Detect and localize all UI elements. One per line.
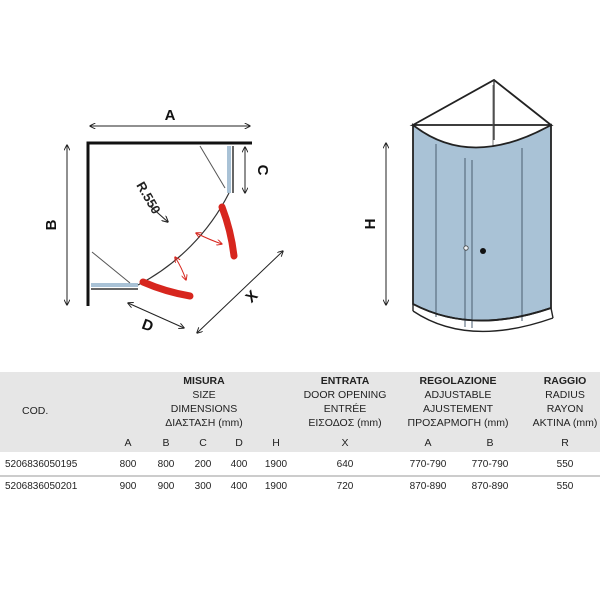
plan-radius-arrow bbox=[149, 205, 168, 222]
cell-r: 550 bbox=[557, 481, 574, 492]
plan-door-motion-arrow-2 bbox=[175, 257, 186, 280]
header-entrata-gr: ΕΙΣΟΔΟΣ (mm) bbox=[308, 417, 381, 429]
table-row: 5206836050195 800 800 200 400 1900 640 7… bbox=[5, 459, 574, 470]
dim-x-line bbox=[197, 251, 283, 333]
plan-view: R.550 A B C D X bbox=[43, 107, 283, 336]
cell-x: 720 bbox=[337, 481, 354, 492]
plan-sliding-door-bottom bbox=[139, 278, 194, 300]
cell-c: 300 bbox=[195, 481, 212, 492]
cell-adj-a: 870-890 bbox=[410, 481, 447, 492]
plan-radius-label: R.550 bbox=[133, 179, 163, 217]
technical-drawings: R.550 A B C D X bbox=[43, 78, 554, 336]
elev-tray-right-edge bbox=[550, 307, 554, 319]
elevation-view: H bbox=[362, 78, 554, 333]
header-misura-gr: ΔΙΑΣΤΑΣΗ (mm) bbox=[165, 417, 243, 429]
header-misura-it: MISURA bbox=[183, 375, 225, 387]
col-header-d: D bbox=[235, 437, 243, 449]
spec-table-header-bg bbox=[0, 372, 600, 452]
header-raggio-fr: RAYON bbox=[547, 403, 584, 415]
cell-d: 400 bbox=[231, 481, 248, 492]
elev-tray-bottom bbox=[412, 310, 554, 333]
header-entrata-en: DOOR OPENING bbox=[304, 389, 387, 401]
col-header-h: H bbox=[272, 437, 280, 449]
cell-r: 550 bbox=[557, 459, 574, 470]
col-header-adj-a: A bbox=[424, 437, 431, 449]
header-regolazione-it: REGOLAZIONE bbox=[419, 375, 496, 387]
plan-brace-right bbox=[199, 145, 226, 189]
cell-x: 640 bbox=[337, 459, 354, 470]
plan-wall-corner bbox=[86, 141, 252, 306]
cell-h: 1900 bbox=[265, 481, 288, 492]
cell-d: 400 bbox=[231, 459, 248, 470]
header-cod: COD. bbox=[22, 405, 48, 417]
plan-door-motion-arrow-1 bbox=[196, 233, 222, 244]
dim-c-label: C bbox=[254, 165, 271, 176]
header-misura-fr: DIMENSIONS bbox=[171, 403, 238, 415]
col-header-adj-b: B bbox=[486, 437, 493, 449]
dim-a-label: A bbox=[165, 107, 176, 124]
plan-sliding-door-right bbox=[218, 203, 238, 260]
header-regolazione-en: ADJUSTABLE bbox=[425, 389, 492, 401]
col-header-a: A bbox=[124, 437, 131, 449]
header-regolazione-fr: AJUSTEMENT bbox=[423, 403, 494, 415]
cell-a: 900 bbox=[120, 481, 137, 492]
dim-b-label: B bbox=[43, 219, 60, 230]
elev-glass-body bbox=[412, 123, 552, 322]
dim-d-line bbox=[128, 303, 184, 328]
cell-adj-b: 770-790 bbox=[472, 459, 509, 470]
elev-top-frame bbox=[409, 78, 554, 126]
elev-handle-left bbox=[463, 245, 469, 251]
header-raggio-en: RADIUS bbox=[545, 389, 585, 401]
cell-a: 800 bbox=[120, 459, 137, 470]
spec-table: COD. MISURA SIZE DIMENSIONS ΔΙΑΣΤΑΣΗ (mm… bbox=[0, 372, 600, 492]
header-raggio-it: RAGGIO bbox=[544, 375, 587, 387]
col-header-x: X bbox=[341, 437, 348, 449]
cell-c: 200 bbox=[195, 459, 212, 470]
col-header-r: R bbox=[561, 437, 569, 449]
dim-x-label: X bbox=[242, 287, 261, 306]
cell-cod: 5206836050201 bbox=[5, 481, 78, 492]
cell-adj-b: 870-890 bbox=[472, 481, 509, 492]
col-header-c: C bbox=[199, 437, 207, 449]
dim-d-label: D bbox=[140, 316, 156, 336]
col-header-b: B bbox=[162, 437, 169, 449]
cell-adj-a: 770-790 bbox=[410, 459, 447, 470]
header-entrata-fr: ENTRÉE bbox=[324, 402, 367, 415]
header-entrata-it: ENTRATA bbox=[321, 375, 370, 387]
cell-b: 800 bbox=[158, 459, 175, 470]
cell-b: 900 bbox=[158, 481, 175, 492]
elev-tray-top bbox=[412, 303, 552, 322]
elev-handle-right bbox=[480, 248, 486, 254]
cell-cod: 5206836050195 bbox=[5, 459, 78, 470]
plan-brace-left bbox=[91, 251, 131, 284]
header-misura-en: SIZE bbox=[192, 389, 215, 401]
header-regolazione-gr: ΠΡΟΣΑΡΜΟΓΗ (mm) bbox=[408, 417, 509, 429]
cell-h: 1900 bbox=[265, 459, 288, 470]
dim-h-label: H bbox=[362, 219, 379, 230]
table-row: 5206836050201 900 900 300 400 1900 720 8… bbox=[5, 481, 574, 492]
header-raggio-gr: AKTINA (mm) bbox=[533, 417, 598, 429]
